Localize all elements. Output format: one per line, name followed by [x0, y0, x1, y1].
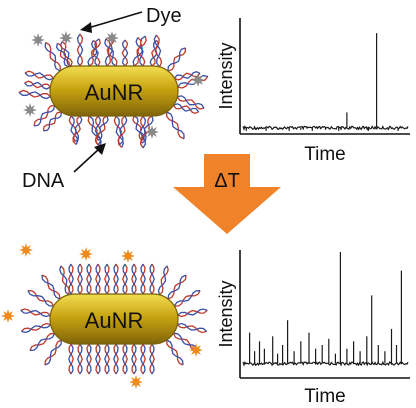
dye-emitting-icon	[189, 343, 203, 357]
dna-label: DNA	[22, 170, 65, 192]
intensity-plot-top: Intensity Time	[216, 18, 410, 165]
dye-pointer-arrow	[80, 11, 143, 33]
dye-emitting-group	[1, 243, 203, 389]
dye-quenched-icon	[105, 31, 119, 45]
dye-quenched-icon	[31, 33, 45, 47]
nanorod-top	[49, 65, 179, 117]
dye-quenched-icon	[59, 31, 73, 45]
intensity-plot-bottom: Intensity Time	[216, 250, 410, 407]
dye-label: Dye	[146, 5, 182, 27]
plot-top-ylabel: Intensity	[216, 42, 236, 109]
dye-quenched-icon	[23, 103, 37, 117]
dye-emitting-icon	[121, 249, 135, 263]
dye-emitting-icon	[1, 309, 15, 323]
dye-quenched-icon	[191, 73, 205, 87]
plot-bottom-trace	[242, 252, 409, 367]
dna-strands-top	[18, 33, 209, 149]
plot-top-xlabel: Time	[304, 144, 346, 165]
plot-bottom-ylabel: Intensity	[216, 280, 236, 347]
dye-emitting-icon	[79, 247, 93, 261]
dye-emitting-icon	[19, 243, 33, 257]
dye-quenched-group	[23, 31, 205, 139]
nanorod-top-label: AuNR	[85, 80, 144, 105]
baseline-noise	[242, 360, 409, 367]
plot-bottom-xlabel: Time	[304, 386, 346, 407]
nanorod-bottom-label: AuNR	[85, 308, 144, 333]
heating-arrow: ΔT	[173, 154, 281, 234]
plot-top-trace	[242, 33, 409, 131]
nanorod-bottom	[49, 293, 179, 345]
dye-quenched-icon	[145, 125, 159, 139]
dye-emitting-icon	[129, 375, 143, 389]
delta-t-label: ΔT	[214, 170, 240, 192]
dna-pointer-arrow	[73, 143, 106, 173]
dna-strands-bottom	[20, 263, 208, 375]
baseline-noise	[242, 125, 409, 131]
